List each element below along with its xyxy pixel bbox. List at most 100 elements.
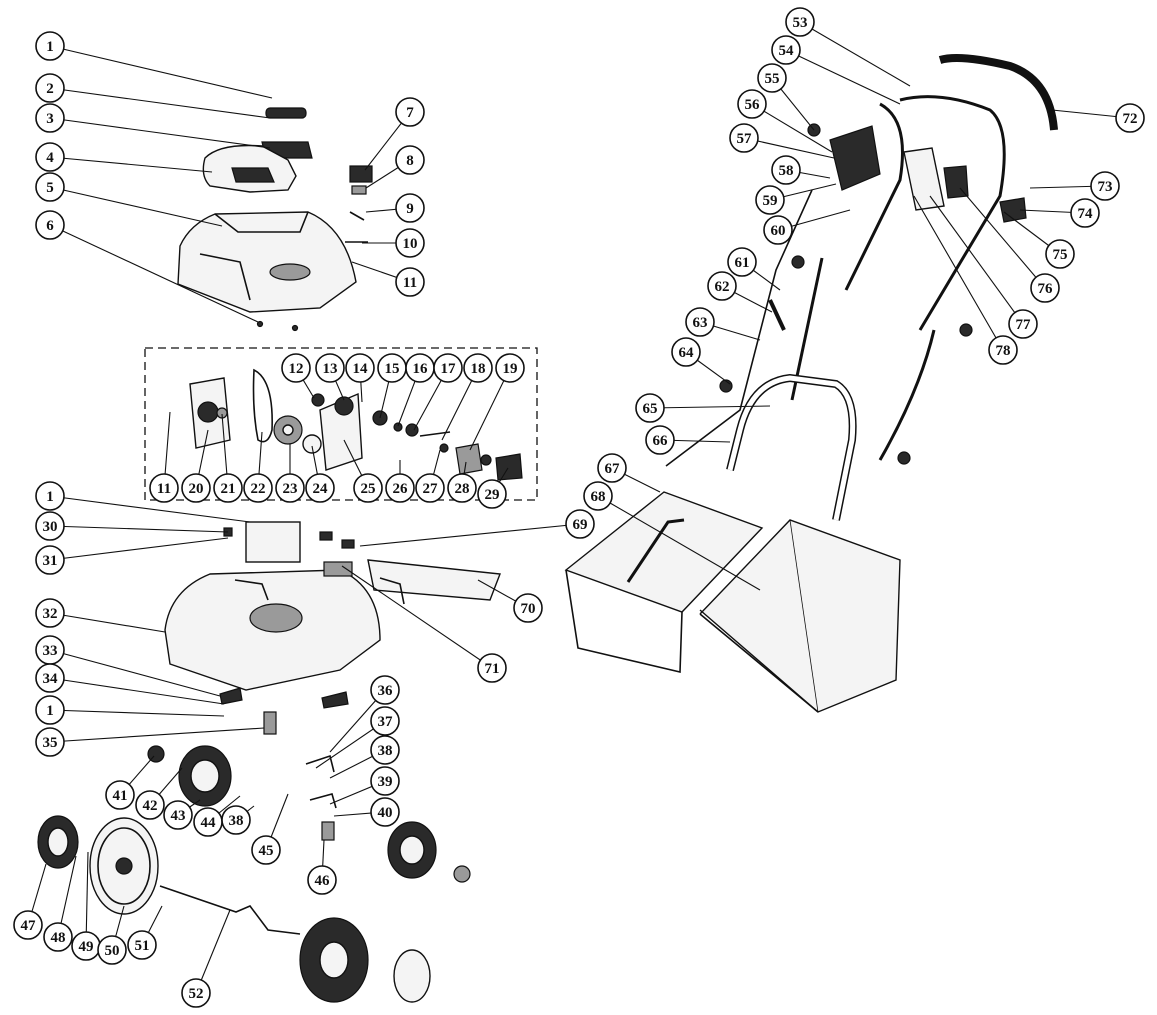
leader-line-5 [49, 186, 223, 227]
callout-73: 73 [1090, 171, 1120, 201]
callout-circle [727, 247, 757, 277]
callout-circle [395, 228, 425, 258]
callout-number: 9 [406, 201, 414, 217]
callout-number: 52 [189, 986, 204, 1002]
grass-box [564, 491, 901, 713]
callout-47: 47 [13, 910, 43, 940]
callout-56: 56 [737, 89, 767, 119]
callout-22: 22 [243, 473, 273, 503]
callout-65: 65 [635, 393, 665, 423]
callout-68: 68 [583, 481, 613, 511]
callout-number: 56 [745, 97, 761, 113]
callout-circle [1115, 103, 1145, 133]
callout-circle [685, 307, 715, 337]
callout-circle [13, 910, 43, 940]
callout-7: 7 [395, 97, 425, 127]
callout-16: 16 [405, 353, 435, 383]
callout-number: 33 [43, 643, 58, 659]
callout-6: 6 [35, 210, 65, 240]
callout-54: 54 [771, 35, 801, 65]
callout-circle [1008, 309, 1038, 339]
callout-69: 69 [565, 509, 595, 539]
callout-41: 41 [105, 780, 135, 810]
callout-78: 78 [988, 335, 1018, 365]
callout-circle [763, 215, 793, 245]
callout-number: 43 [171, 808, 186, 824]
callout-number: 11 [403, 275, 417, 291]
callout-26: 26 [385, 473, 415, 503]
callout-64: 64 [671, 337, 701, 367]
callout-46: 46 [307, 865, 337, 895]
callout-number: 47 [21, 918, 37, 934]
callout-circle [35, 172, 65, 202]
callout-number: 27 [423, 481, 439, 497]
callout-number: 14 [353, 361, 369, 377]
callout-number: 22 [251, 481, 266, 497]
callout-circle [771, 155, 801, 185]
callout-circle [275, 473, 305, 503]
leader-line-31 [49, 537, 229, 561]
callout-number: 61 [735, 255, 750, 271]
callout-number: 5 [46, 180, 54, 196]
callout-17: 17 [433, 353, 463, 383]
callout-circle [315, 353, 345, 383]
callout-circle [513, 593, 543, 623]
callout-number: 3 [46, 111, 54, 127]
callout-circle [395, 145, 425, 175]
callout-circle [1070, 198, 1100, 228]
callout-number: 4 [46, 150, 54, 166]
callout-number: 73 [1098, 179, 1113, 195]
callout-circle [35, 210, 65, 240]
callout-number: 57 [737, 131, 753, 147]
callout-70: 70 [513, 593, 543, 623]
callout-circle [105, 780, 135, 810]
callout-59: 59 [755, 185, 785, 215]
callout-53: 53 [785, 7, 815, 37]
callout-circle [35, 545, 65, 575]
callout-27: 27 [415, 473, 445, 503]
callout-50: 50 [97, 935, 127, 965]
callout-number: 51 [135, 938, 150, 954]
callout-number: 53 [793, 15, 808, 31]
callout-19: 19 [495, 353, 525, 383]
callout-circle [385, 473, 415, 503]
callout-circle [495, 353, 525, 383]
callout-number: 69 [573, 517, 588, 533]
callout-number: 78 [996, 343, 1011, 359]
callout-number: 63 [693, 315, 708, 331]
callout-60: 60 [763, 215, 793, 245]
callout-30: 30 [35, 511, 65, 541]
callout-number: 50 [105, 943, 120, 959]
callout-circle [221, 805, 251, 835]
callout-number: 74 [1078, 206, 1094, 222]
leader-line-3 [49, 117, 271, 149]
callout-circle [35, 481, 65, 511]
callout-number: 16 [413, 361, 429, 377]
callout-14: 14 [345, 353, 375, 383]
leader-line-56 [751, 103, 833, 153]
callout-number: 1 [46, 489, 54, 505]
callout-circle [135, 790, 165, 820]
callout-number: 34 [43, 671, 59, 687]
callout-circle [1030, 273, 1060, 303]
callout-58: 58 [771, 155, 801, 185]
leader-line-6 [49, 224, 259, 323]
callout-8: 8 [395, 145, 425, 175]
leader-line-49 [85, 851, 89, 947]
callout-number: 36 [378, 683, 394, 699]
callout-number: 28 [455, 481, 470, 497]
callout-circle [345, 353, 375, 383]
callout-number: 32 [43, 606, 58, 622]
leader-line-76 [959, 187, 1046, 289]
callout-20: 20 [181, 473, 211, 503]
callout-44: 44 [193, 807, 223, 837]
callout-76: 76 [1030, 273, 1060, 303]
leader-line-52 [195, 909, 231, 994]
callout-2: 2 [35, 73, 65, 103]
callout-31: 31 [35, 545, 65, 575]
callout-28: 28 [447, 473, 477, 503]
drive-assembly [144, 347, 538, 501]
callout-circle [635, 393, 665, 423]
callout-circle [353, 473, 383, 503]
